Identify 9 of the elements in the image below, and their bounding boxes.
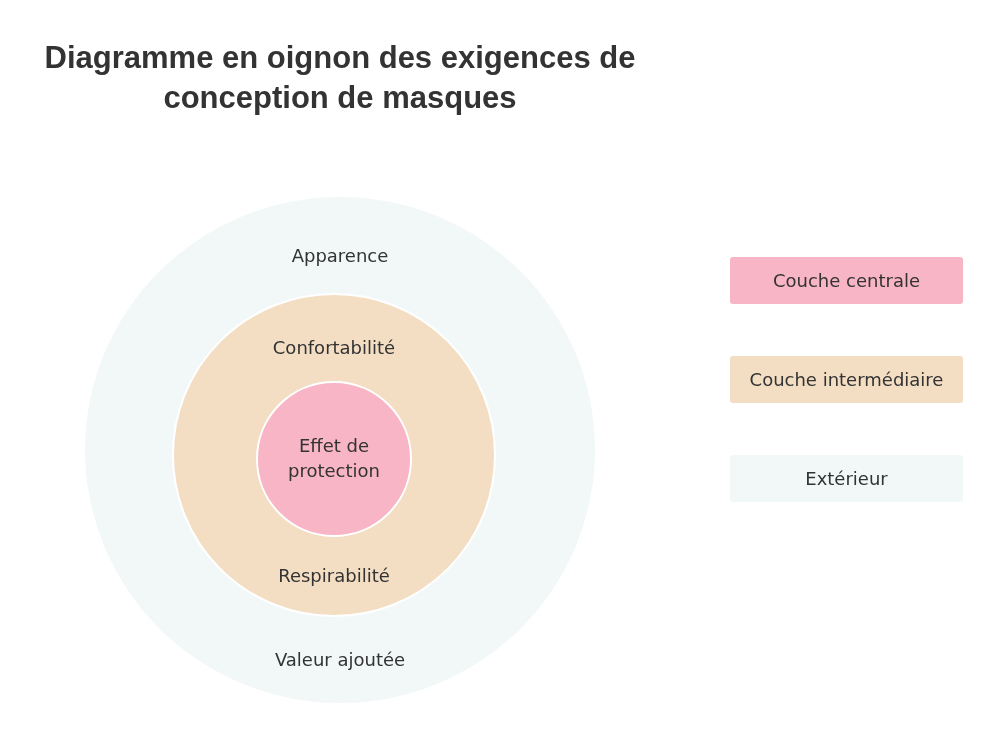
diagram-title: Diagramme en oignon des exigences de conception de masques: [43, 39, 637, 117]
layer-label: Effet de protection: [287, 434, 381, 483]
legend-label: Couche centrale: [772, 270, 920, 291]
legend-label: Couche intermédiaire: [749, 369, 944, 390]
legend-label: Extérieur: [805, 468, 888, 489]
layer-label: Valeur ajoutée: [274, 648, 406, 672]
layer-label: Confortabilité: [272, 336, 396, 360]
layer-label: Apparence: [291, 244, 389, 268]
layer-label: Respirabilité: [278, 564, 390, 588]
